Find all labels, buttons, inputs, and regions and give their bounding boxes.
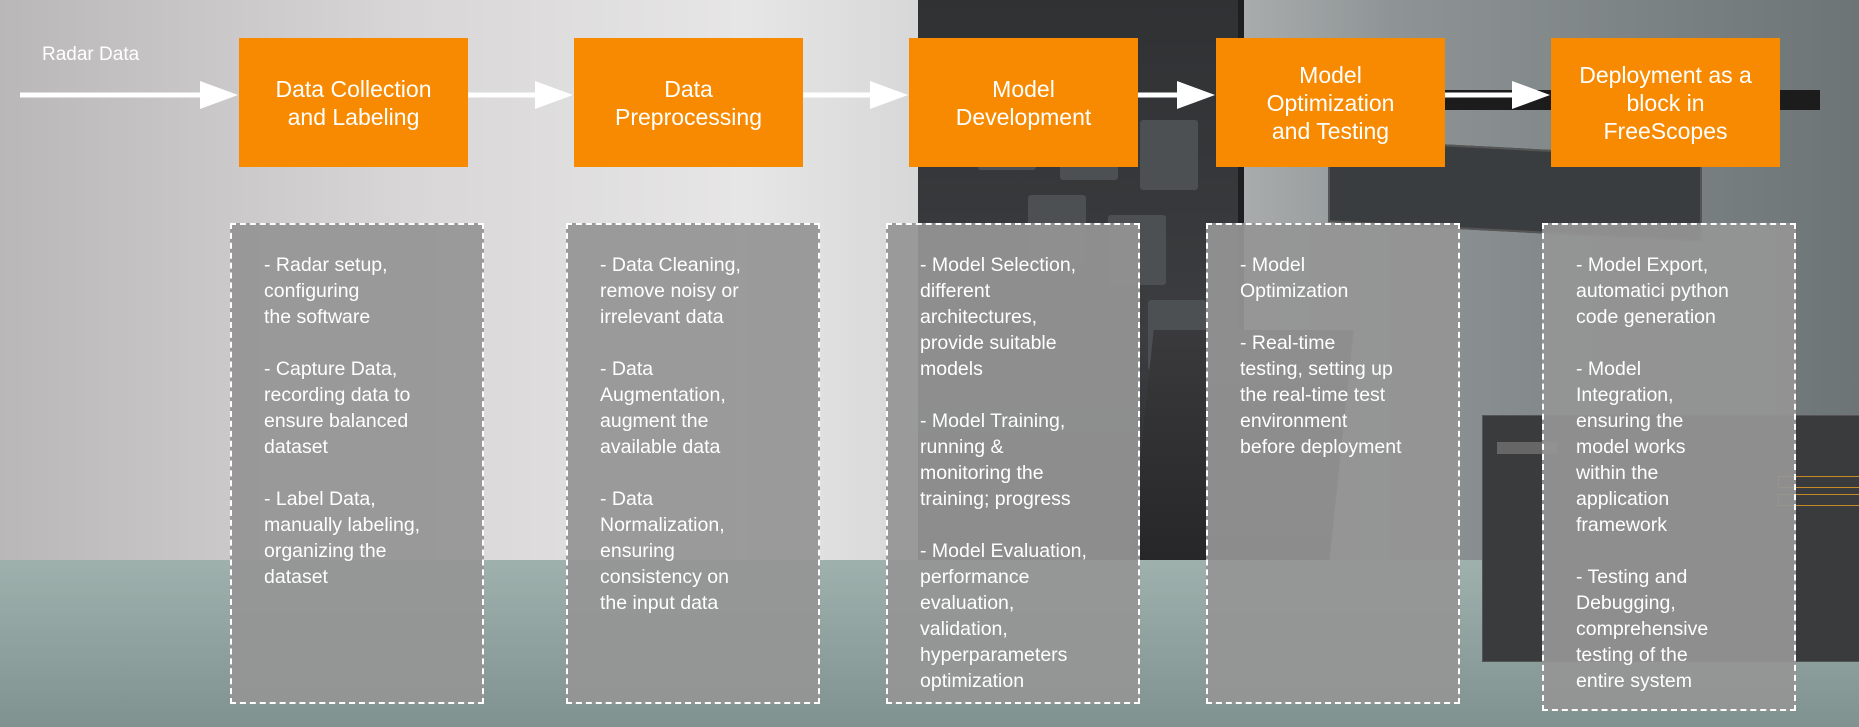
detail-item: - Testing and Debugging, comprehensive t…: [1576, 566, 1709, 692]
flow-arrow-head: [1177, 81, 1215, 109]
stage-box: Deployment as a block in FreeScopes: [1551, 38, 1780, 167]
radar-data-label: Radar Data: [42, 44, 140, 65]
detail-item: - Real-time testing, setting up the real…: [1240, 332, 1402, 458]
flow-arrow-head: [535, 81, 573, 109]
detail-item: - Model Export, automatici python code g…: [1576, 254, 1729, 328]
stage-box: Data Collection and Labeling: [239, 38, 468, 167]
detail-item: - Model Optimization: [1240, 254, 1349, 302]
detail-item: - Data Cleaning, remove noisy or irrelev…: [600, 254, 741, 328]
detail-item: - Data Augmentation, augment the availab…: [600, 358, 726, 458]
detail-item: - Model Training, running & monitoring t…: [920, 410, 1071, 510]
detail-item: - Radar setup, configuring the software: [264, 254, 388, 328]
detail-item: - Model Integration, ensuring the model …: [1576, 358, 1686, 536]
flow-arrow-head: [870, 81, 908, 109]
detail-item: - Model Evaluation, performance evaluati…: [920, 540, 1087, 692]
stage-details: - Model Export, automatici python code g…: [1542, 223, 1796, 711]
flow-arrow-head: [200, 81, 238, 109]
background-tile: [1140, 120, 1198, 190]
detail-item: - Capture Data, recording data to ensure…: [264, 358, 411, 458]
detail-item: - Label Data, manually labeling, organiz…: [264, 488, 421, 588]
stage-details: - Model Optimization - Real-time testing,…: [1206, 223, 1460, 704]
stage-box: Model Optimization and Testing: [1216, 38, 1445, 167]
detail-item: - Model Selection, different architectur…: [920, 254, 1077, 380]
stage-box: Data Preprocessing: [574, 38, 803, 167]
stage-details: - Data Cleaning, remove noisy or irrelev…: [566, 223, 820, 704]
stage-details: - Radar setup, configuring the software -…: [230, 223, 484, 704]
detail-item: - Data Normalization, ensuring consisten…: [600, 488, 729, 614]
stage-details: - Model Selection, different architectur…: [886, 223, 1140, 704]
flow-arrow-head: [1512, 81, 1550, 109]
stage-box: Model Development: [909, 38, 1138, 167]
